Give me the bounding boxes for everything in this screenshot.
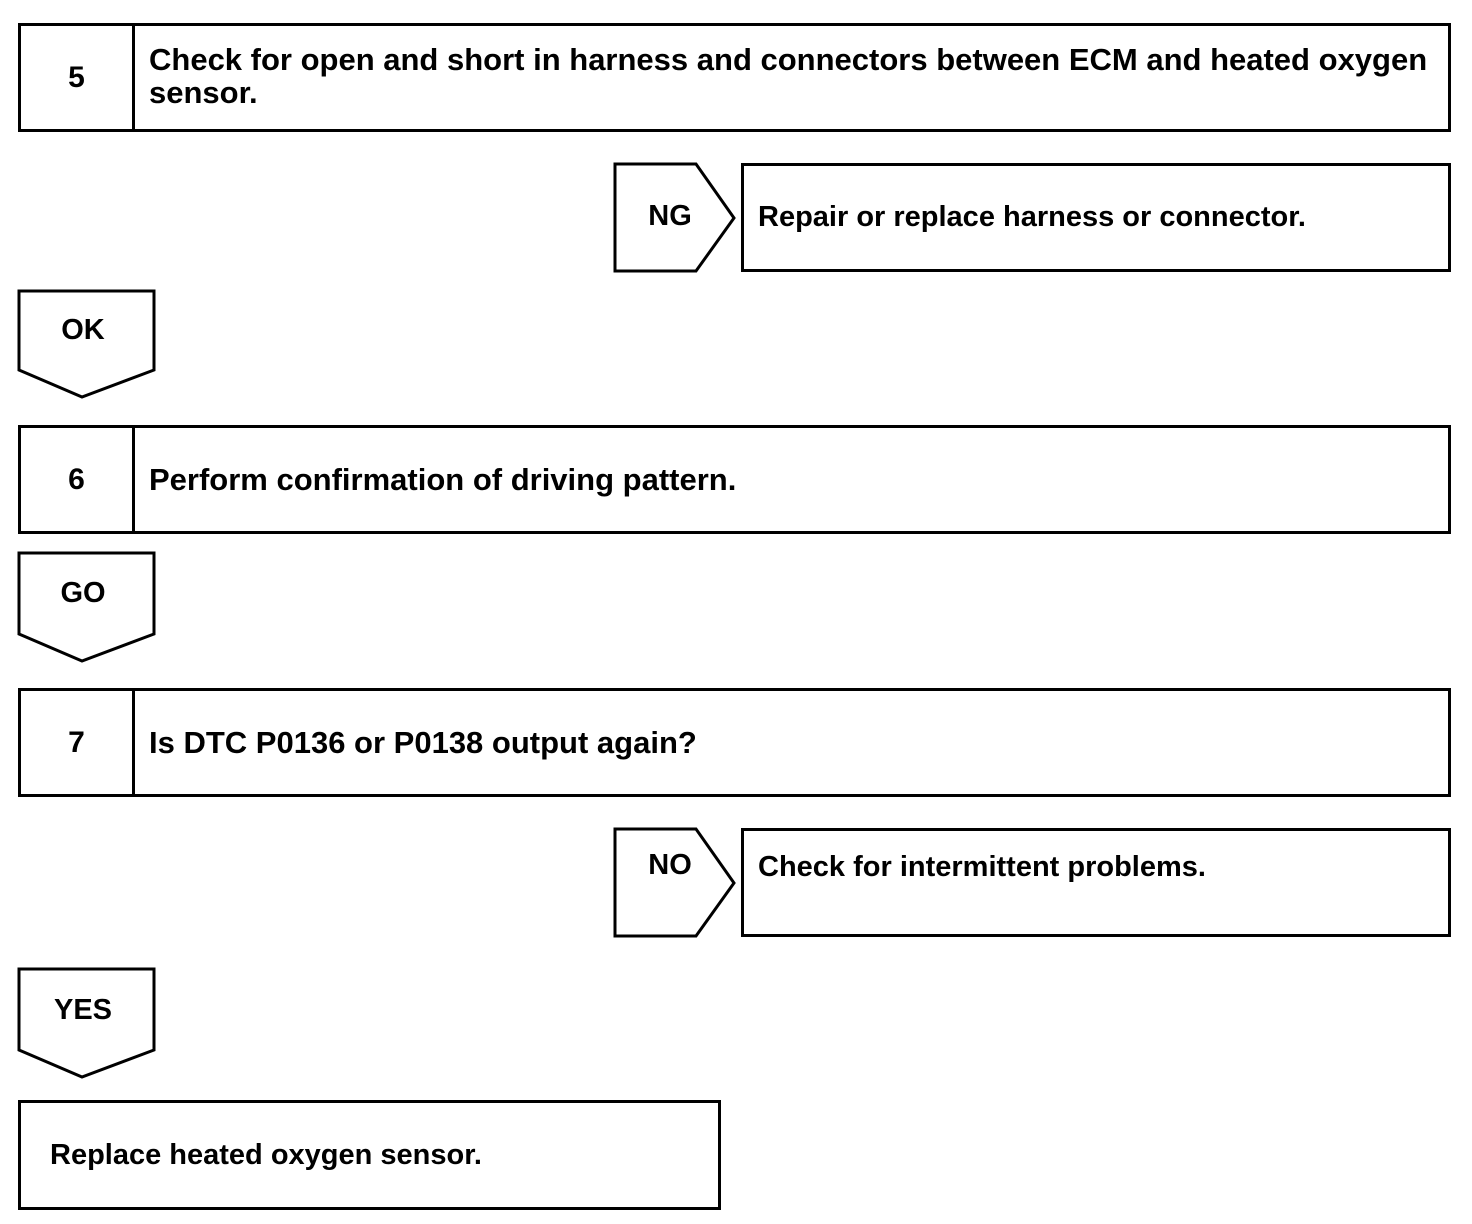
step-7-box: 7 Is DTC P0136 or P0138 output again?: [18, 688, 1451, 797]
step-6-box: 6 Perform confirmation of driving patter…: [18, 425, 1451, 534]
step-number: 5: [21, 26, 135, 129]
step-number: 7: [21, 691, 135, 794]
step-text: Is DTC P0136 or P0138 output again?: [149, 725, 697, 760]
step-5-box: 5 Check for open and short in harness an…: [18, 23, 1451, 132]
final-action-box: Replace heated oxygen sensor.: [18, 1100, 721, 1210]
go-label: GO: [60, 577, 106, 609]
step-number: 6: [21, 428, 135, 531]
step-text: Perform confirmation of driving pattern.: [149, 462, 737, 497]
ok-label: OK: [61, 314, 105, 346]
step-text: Check for open and short in harness and …: [149, 42, 1428, 110]
ng-label: NG: [648, 200, 692, 232]
no-result-box: Check for intermittent problems.: [741, 828, 1451, 937]
yes-label: YES: [53, 994, 113, 1026]
no-label: NO: [648, 849, 692, 881]
ng-result-box: Repair or replace harness or connector.: [741, 163, 1451, 272]
